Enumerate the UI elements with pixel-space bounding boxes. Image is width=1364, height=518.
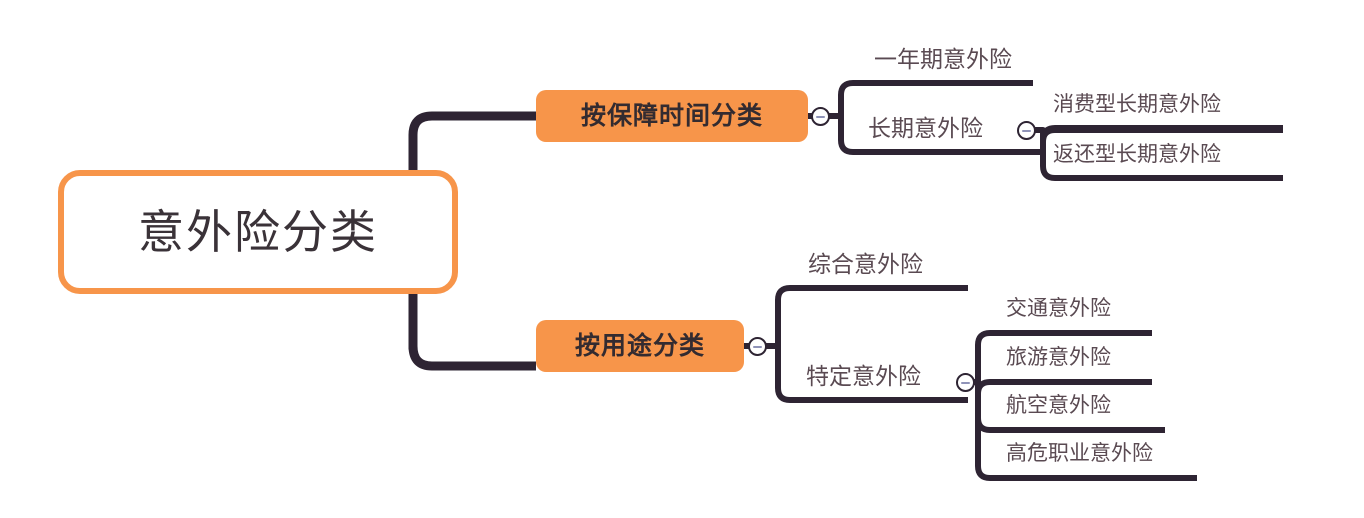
branch-node-by-usage-label: 按用途分类 <box>574 331 705 360</box>
edge-to-specific <box>775 346 968 403</box>
leaf-consumption-long-term[interactable]: 消费型长期意外险 <box>1053 93 1221 116</box>
leaf-specific-accident[interactable]: 特定意外险 <box>806 363 921 389</box>
branch-node-by-usage[interactable]: 按用途分类 <box>536 320 744 372</box>
leaf-comprehensive-accident[interactable]: 综合意外险 <box>808 251 923 277</box>
collapse-toggle-by-duration[interactable] <box>811 107 830 126</box>
edge-root-trunk <box>408 111 536 371</box>
edge-to-high-risk <box>975 382 1197 481</box>
edge-to-comprehensive <box>775 285 968 346</box>
edge-long-term-stem <box>1040 127 1283 145</box>
leaf-refund-long-term[interactable]: 返还型长期意外险 <box>1053 143 1221 166</box>
leaf-high-risk-occupation-accident[interactable]: 高危职业意外险 <box>1006 442 1153 465</box>
edge-to-travel <box>975 379 1152 397</box>
branch-node-by-duration-label: 按保障时间分类 <box>580 101 763 130</box>
leaf-travel-accident[interactable]: 旅游意外险 <box>1006 346 1111 369</box>
edge-to-transport <box>975 330 1152 382</box>
branch-node-by-duration[interactable]: 按保障时间分类 <box>536 90 808 142</box>
collapse-toggle-specific[interactable] <box>956 373 975 392</box>
leaf-long-term-accident[interactable]: 长期意外险 <box>868 115 983 141</box>
collapse-toggle-long-term[interactable] <box>1017 121 1036 140</box>
root-node[interactable]: 意外险分类 <box>58 170 458 294</box>
collapse-toggle-by-usage[interactable] <box>748 337 767 356</box>
leaf-one-year-accident[interactable]: 一年期意外险 <box>874 46 1012 72</box>
edge-to-long-term <box>838 116 1040 155</box>
edge-to-refund-type <box>1040 130 1283 181</box>
leaf-transport-accident[interactable]: 交通意外险 <box>1006 297 1111 320</box>
edge-to-consumption-type <box>1040 125 1283 143</box>
edge-to-one-year <box>838 80 1033 116</box>
leaf-aviation-accident[interactable]: 航空意外险 <box>1006 394 1111 417</box>
root-node-label: 意外险分类 <box>138 206 378 258</box>
